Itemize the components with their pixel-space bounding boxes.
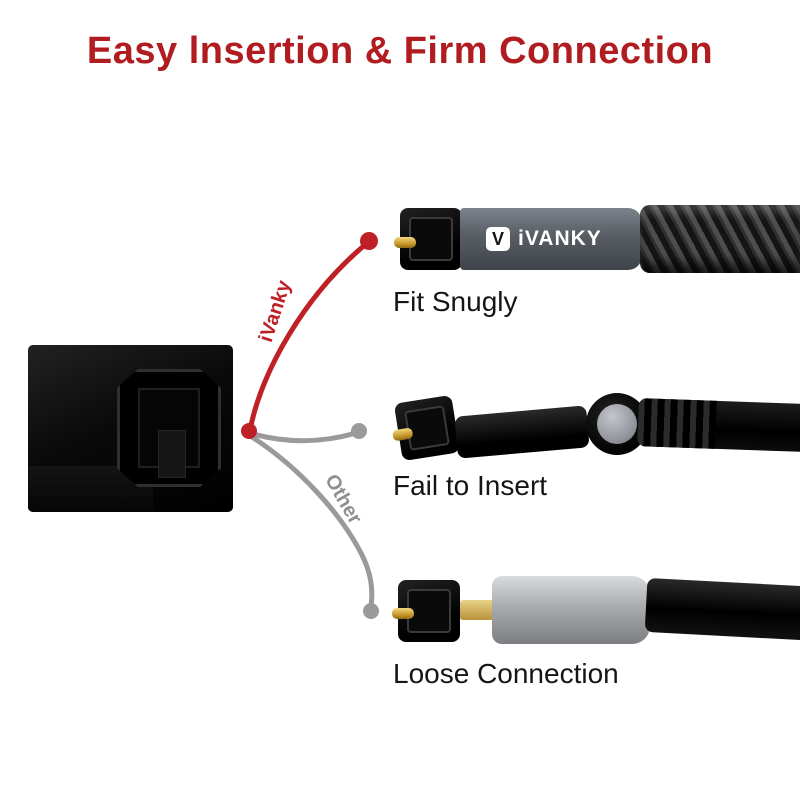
page-title: Easy lnsertion & Firm Connection (86, 30, 714, 72)
ivanky-logo-icon: V (486, 227, 510, 251)
plug-body: V iVANKY (460, 208, 642, 270)
braided-cable (640, 205, 800, 273)
optical-pin (394, 237, 416, 248)
cable (644, 577, 800, 641)
arrow-label-other: Other (320, 470, 366, 528)
plug-head (391, 394, 461, 462)
caption-fail-to-insert: Fail to Insert (393, 470, 548, 501)
optical-port (28, 345, 233, 512)
exposed-stem (460, 600, 494, 620)
cable (637, 398, 800, 452)
optical-pin (392, 608, 414, 619)
arrow-label-ivanky: iVanky (254, 277, 296, 345)
plug-head (394, 208, 462, 270)
connector-fail-to-insert (390, 385, 800, 477)
plug-face (407, 589, 451, 633)
plug-face (409, 217, 453, 261)
caption-loose-connection: Loose Connection (393, 658, 619, 689)
connector-fit-snugly: V iVANKY (390, 205, 800, 277)
brand-name: iVANKY (518, 227, 602, 250)
socket-tab (158, 430, 186, 478)
plug-shaft (454, 405, 590, 459)
toslink-socket (117, 369, 221, 487)
caption-fit-snugly: Fit Snugly (393, 286, 518, 317)
swivel-ring-center (597, 404, 637, 444)
cable-ridges (637, 398, 717, 449)
plug-head (392, 580, 460, 642)
plug-face (404, 405, 450, 451)
metal-barrel (492, 576, 650, 644)
connector-loose-connection (390, 572, 800, 658)
